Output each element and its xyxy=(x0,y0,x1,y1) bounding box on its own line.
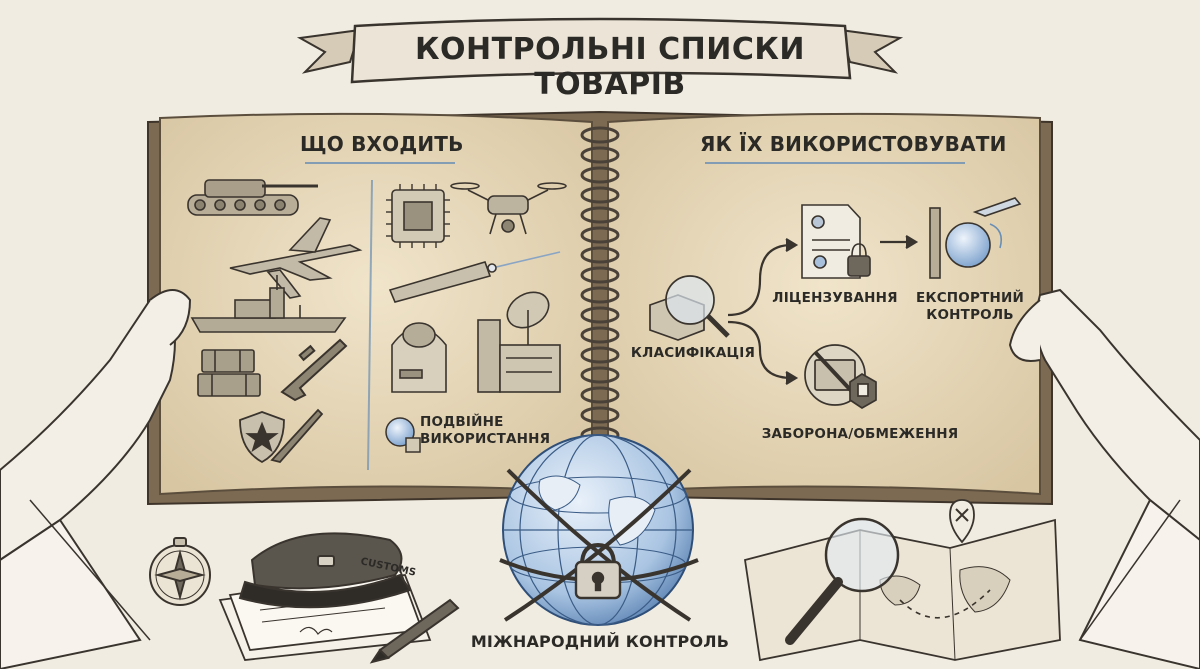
drone-icon xyxy=(450,182,567,235)
title-banner xyxy=(296,17,904,84)
prohibition-icon xyxy=(804,344,877,409)
compass-icon xyxy=(149,537,211,606)
export-control-line1: ЕКСПОРТНИЙ xyxy=(916,290,1024,306)
map-pin-icon xyxy=(949,499,975,544)
page-title: КОНТРОЛЬНІ СПИСКИ ТОВАРІВ xyxy=(415,32,805,102)
dual-use-label-line2: ВИКОРИСТАННЯ xyxy=(420,431,551,447)
export-control-label: ЕКСПОРТНИЙ КОНТРОЛЬ xyxy=(910,290,1030,324)
right-page-heading: ЯК ЇХ ВИКОРИСТОВУВАТИ xyxy=(700,132,1007,156)
dual-use-globe-icon xyxy=(385,417,421,453)
international-control-label: МІЖНАРОДНИЙ КОНТРОЛЬ xyxy=(470,632,730,651)
centrifuge-icon xyxy=(391,322,447,393)
map-icon xyxy=(743,518,1061,662)
export-control-icon xyxy=(929,197,1022,279)
laser-icon xyxy=(388,251,561,303)
ammo-crates-icon xyxy=(197,349,261,397)
microchip-icon xyxy=(386,184,450,248)
prohibition-label: ЗАБОРОНА/ОБМЕЖЕННЯ xyxy=(761,426,959,442)
customs-cap-icon xyxy=(238,532,412,609)
left-hand xyxy=(0,289,192,669)
rifle-icon xyxy=(280,338,348,402)
fighter-jet-icon xyxy=(229,217,363,299)
classification-icon xyxy=(649,275,730,341)
right-heading-underline xyxy=(705,162,965,164)
pen-icon xyxy=(369,598,460,664)
left-column-divider xyxy=(367,179,373,471)
left-page-heading: ЩО ВХОДИТЬ xyxy=(300,132,464,156)
export-control-line2: КОНТРОЛЬ xyxy=(926,307,1014,323)
flow-arrows xyxy=(727,235,919,385)
left-heading-underline xyxy=(305,162,455,164)
dual-use-label-line1: ПОДВІЙНЕ xyxy=(420,414,504,430)
tank-icon xyxy=(187,179,318,216)
radar-equipment-icon xyxy=(477,291,561,393)
dual-use-label: ПОДВІЙНЕ ВИКОРИСТАННЯ xyxy=(420,414,550,448)
padlock-icon xyxy=(574,542,622,600)
license-document-icon xyxy=(801,204,871,279)
classification-label: КЛАСИФІКАЦІЯ xyxy=(630,345,756,361)
warship-icon xyxy=(190,275,347,333)
right-hand xyxy=(1008,288,1200,669)
magnifier-icon xyxy=(785,517,900,645)
shield-rifle-icon xyxy=(239,408,324,464)
licensing-label: ЛІЦЕНЗУВАННЯ xyxy=(772,290,898,306)
